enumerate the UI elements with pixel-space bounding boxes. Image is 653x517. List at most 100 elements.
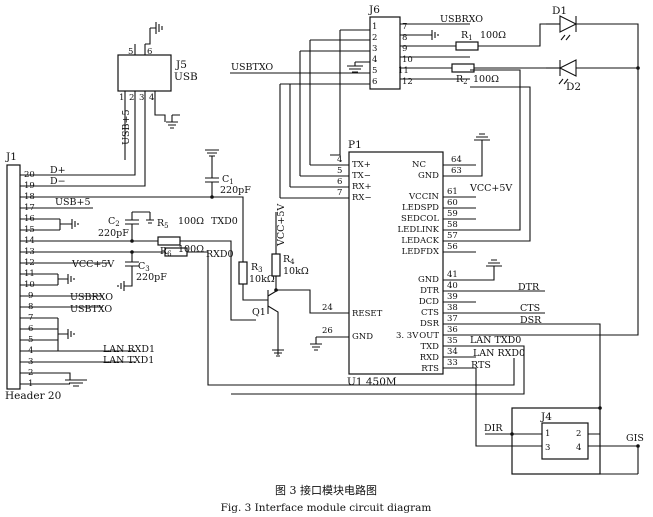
p1-pin-5-name: TX− [352,171,371,181]
net-usbtxo-j1: USBTXO [70,304,112,315]
net-usb5-vertical: USB+5 [121,110,132,146]
p1-pin-38-name: CTS [421,308,439,318]
p1-pin-60-name: LEDSPD [402,203,439,213]
net-usbrxo-j1: USBRXO [70,292,113,303]
p1-pin-63-num: 63 [451,166,462,176]
p1-pin-40-num: 40 [447,281,458,291]
j6-pin-6: 6 [372,77,377,87]
j6-pin-2: 2 [372,33,377,43]
net-cts: CTS [520,303,540,314]
p1-pin-33-name: RTS [421,364,439,374]
p1-pin-36-num: 36 [447,325,458,335]
j6-pin-10: 10 [402,55,413,65]
j4-pin-2: 2 [576,429,581,439]
p1-pin-7-num: 7 [337,188,342,198]
figure-caption-en: Fig. 3 Interface module circuit diagram [221,502,432,514]
net-usbrxo-j6: USBRXO [440,14,483,25]
resistor-r4: VCC+5V R4 10kΩ [271,204,349,314]
j5-pin-1: 1 [119,93,124,103]
net-usb5-j1: USB+5 [55,197,91,208]
j6-pin-4: 4 [372,55,377,65]
net-lan-txd1: LAN TXD1 [103,355,154,366]
c2-value: 220pF [98,228,129,239]
net-usbtxo-j6: USBTXO [231,62,273,73]
led-d1: D1 [546,5,639,70]
p1-pin-61-num: 61 [447,187,458,197]
p1-pin-26-name: GND [352,332,373,342]
j1-name: Header 20 [5,390,61,402]
p1-pin-63-name: GND [418,171,439,181]
net-lan-rxd0: LAN RXD0 [473,348,525,359]
net-txd0: TXD0 [211,216,238,227]
capacitor-c1: C1 220pF [205,149,251,197]
j5-ref: J5 [175,59,187,71]
c3-value: 220pF [136,272,167,283]
p1-pin-38-num: 38 [447,303,458,313]
r2-value: 100Ω [473,74,499,85]
connector-j6: J6 1 2 3 4 5 6 7 8 9 10 11 12 USBTXO USB… [230,4,546,198]
p1-pin-34-num: 34 [447,347,458,357]
p1-ref: P1 [348,139,362,151]
r5-label: R5 [157,218,169,230]
r2-label: R2 [456,74,468,86]
p1-pin-39-num: 39 [447,292,458,302]
resistor-r1: R1 100Ω [455,30,506,51]
resistor-r6: R6 100Ω RXD0 [160,244,234,260]
r1-value: 100Ω [480,30,506,41]
j4-pin-3: 3 [545,443,550,453]
p1-pin-40-name: DTR [420,286,439,296]
r6-label: R6 [160,246,172,258]
j6-pin-3: 3 [372,44,377,54]
p1-pin-58-name: LEDLINK [398,225,440,235]
resistor-r3: R3 10kΩ [238,261,275,301]
net-rts: RTS [471,360,491,371]
j4-pin-4: 4 [576,443,581,453]
p1-pin-56-name: LEDFDX [402,247,440,257]
connector-j4: J4 1 3 2 4 DIR GIS [484,406,644,475]
j4-ref: J4 [540,411,552,423]
j4-pin-1: 1 [545,429,550,439]
p1-pin-59-num: 59 [447,209,458,219]
net-dplus: D+ [50,165,66,176]
p1-pin-36-name: OUT [419,331,439,341]
p1-pin-6-num: 6 [337,177,342,187]
p1-pin-35-num: 35 [447,336,458,346]
p1-pin-59-name: SEDCOL [401,214,439,224]
r3-value: 10kΩ [249,274,275,285]
figure-caption-cn: 图 3 接口模块电路图 [275,484,377,497]
j5-name: USB [174,71,198,83]
r6-value: 100Ω [178,244,204,255]
net-dsr: DSR [520,315,542,326]
net-dminus: D− [50,176,66,187]
p1-pin-4-name: TX+ [352,160,371,170]
p1-name: U1 450M [347,376,397,388]
net-dir: DIR [484,423,503,434]
net-rxd0: RXD0 [206,249,234,260]
c1-value: 220pF [220,185,251,196]
p1-pin-37-name: DSR [420,319,440,329]
p1-pin-61-name: VCCIN [408,192,440,202]
c2-label: C2 [108,216,120,228]
resistor-r5: R5 100Ω TXD0 [157,216,238,246]
net-vcc5-p1: VCC+5V [469,183,512,194]
j6-pin-9: 9 [402,44,407,54]
d2-label: D2 [566,81,581,93]
j5-pin-5: 5 [128,47,133,57]
net-gis: GIS [626,433,644,444]
connector-j5-usb: J5 USB 5 6 1 2 3 4 USB+5 [117,22,198,160]
p1-pin-60-num: 60 [447,198,458,208]
j6-pin-1: 1 [372,22,377,32]
j6-pin-7: 7 [402,22,407,32]
net-lan-txd0: LAN TXD0 [470,335,521,346]
net-vcc5-vertical: VCC+5V [276,204,287,247]
j5-pin-2: 2 [129,93,134,103]
p1-pin-57-num: 57 [447,231,458,241]
p1-pin-56-num: 56 [447,242,458,252]
r4-label: R4 [283,254,295,266]
p1-pin-26-num: 26 [322,326,333,336]
j5-pin-6: 6 [147,47,152,57]
p1-pin-37-num: 37 [447,314,458,324]
j1-nets: D+ D− USB+5 VCC+5V USBRXO USBTXO LAN RXD… [37,102,515,387]
net-vcc5-j1: VCC+5V [71,259,114,270]
